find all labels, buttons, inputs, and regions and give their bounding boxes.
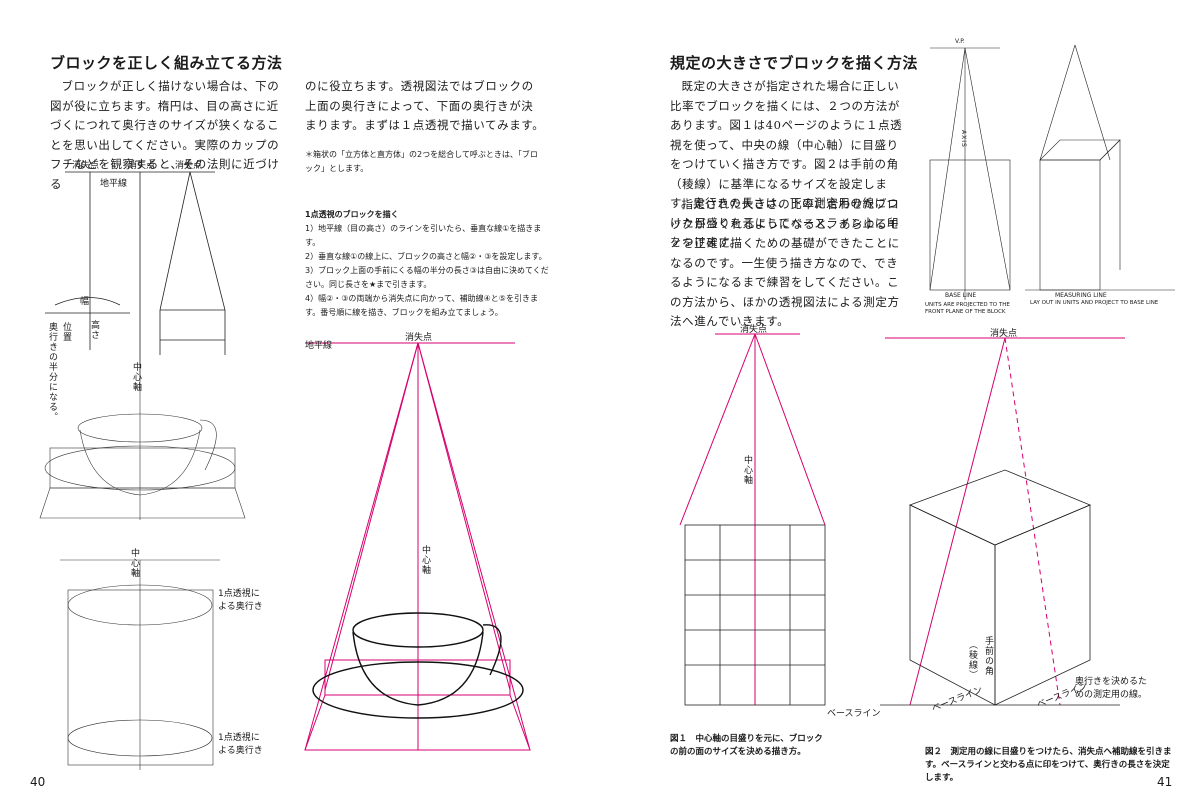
left-paragraph-col1: ブロックが正しく描けない場合は、下の図が役に立ちます。楕円は、目の高さに近づくに… [50,79,280,191]
vp-big-label: 消失点 [405,333,433,343]
horizon-big-label: 地平線 [305,341,333,351]
step-2: 2）垂直な線①の線上に、ブロックの高さと幅②・③を設定します。 [305,252,547,261]
position-label: 位置 [61,322,71,342]
center-axis-big-label: 中心軸 [420,545,430,575]
right-paragraph-2: 指定された大きさの比率に合わせたブロックがつくれるようになると、あらゆるモノを正… [670,197,900,328]
center-axis-label-2: 中心軸 [129,548,139,578]
right-page-title: 規定の大きさでブロックを描く方法 [670,54,919,72]
vp-fig1-label: 消失点 [740,325,768,335]
construction-diagram [39,171,531,770]
step-4: 4）幅②・③の両端から消失点に向かって、補助線④と⑤を引きます。番号順に線を描き… [305,294,538,317]
ridge-label: （稜線） [967,640,977,680]
center-axis-fig1-label: 中心軸 [742,455,752,485]
units-note: UNITS ARE PROJECTED TO THE FRONT PLANE O… [925,302,1010,315]
vp-label-3: 消失点 [175,161,203,171]
base-line-fig1-label: ベースライン [827,709,881,719]
measuring-line-label: MEASURING LINE [1055,292,1107,299]
axis-small-label: AXIS [960,130,967,148]
horizon-label: 地平線 [100,179,128,189]
left-paragraph-col2: のに役立ちます。透視図法ではブロックの上面の奥行きによって、下面の奥行きが決まり… [305,79,545,132]
depth-note-2: 1点透視による奥行き [218,733,263,756]
base-line-small-label: BASE LINE [945,292,977,299]
left-note: ＊箱状の「立方体と直方体」の2つを総合して呼ぶときは、「ブロック」とします。 [305,150,538,173]
left-page-title: ブロックを正しく組み立てる方法 [50,54,283,72]
figure-2-caption: 図２ 測定用の線に目盛りをつけたら、消失点へ補助線を引きます。ベースラインと交わ… [925,747,1172,783]
vp-fig2-label: 消失点 [990,329,1018,339]
left-page-number: 40 [30,775,46,789]
center-axis-label-1: 中心軸 [131,362,141,392]
vp-small-label: V.P. [955,38,965,45]
height-label: 高さ [89,320,99,340]
steps-box: 1点透視のブロックを描く 1）地平線（目の高さ）のラインを引いたら、垂直な線①を… [305,208,550,320]
depth-half-label: 奥行きの半分になる。 [47,322,57,422]
right-page-number: 41 [1157,775,1173,789]
figure-1-caption: 図１ 中心軸の目盛りを元に、ブロックの前の面のサイズを決める描き方。 [670,734,823,757]
vp-label-1: 消失点 [72,161,100,171]
depth-note-1: 1点透視による奥行き [218,589,263,612]
step-3: 3）ブロック上面の手前にくる幅の半分の長さ③は自由に決めてください。同じ長さを★… [305,266,549,289]
front-corner-label: 手前の角 [983,636,993,676]
measuring-note: LAY OUT IN UNITS AND PROJECT TO BASE LIN… [1030,300,1159,306]
right-paragraph-1: 既定の大きさが指定された場合に正しい比率でブロックを描くには、２つの方法がありま… [670,79,903,249]
vp-label-2: 消失点 [128,161,156,171]
depth-measure-label: 奥行きを決めるための測定用の線。 [1075,677,1148,700]
step-1: 1）地平線（目の高さ）のラインを引いたら、垂直な線①を描きます。 [305,224,542,247]
steps-title: 1点透視のブロックを描く [305,210,399,219]
width-label: 幅 [80,297,90,307]
